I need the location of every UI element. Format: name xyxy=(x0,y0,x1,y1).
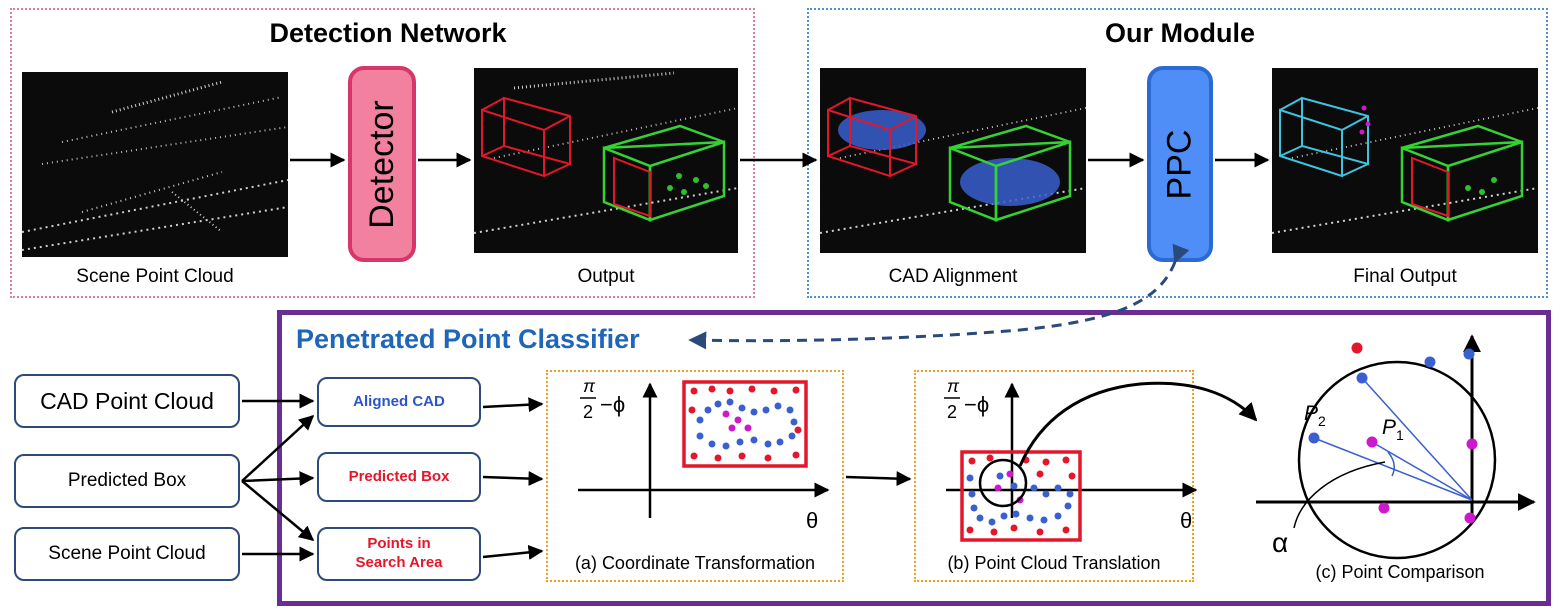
detection-network-frame xyxy=(10,8,755,298)
final-output-boxes xyxy=(1272,96,1538,234)
panel-a-box xyxy=(682,380,808,468)
point-cloud-translation-panel xyxy=(914,370,1194,582)
zoom-circle-large xyxy=(1297,360,1497,560)
search-area-line-1: Points in xyxy=(367,535,431,553)
mid-arrows xyxy=(482,397,912,560)
final-output-caption: Final Output xyxy=(1353,266,1457,287)
ppc-title: Penetrated Point Classifier xyxy=(296,324,640,354)
coordinate-transformation-caption: (a) Coordinate Transformation xyxy=(574,553,816,573)
p2-subscript: 2 xyxy=(1318,413,1326,429)
panel-a-pi: π xyxy=(583,376,596,396)
panel-b-theta: θ xyxy=(1180,508,1192,533)
scene-points xyxy=(22,80,288,251)
zoom-circle-small xyxy=(978,458,1028,508)
zoom-arrow xyxy=(1018,381,1258,467)
panel-a-points xyxy=(688,385,802,462)
ppc-block: PPC xyxy=(1147,66,1213,262)
alpha-pointer xyxy=(1293,461,1386,529)
panel-a-theta: θ xyxy=(806,508,818,533)
panel-a-two: 2 xyxy=(583,402,593,422)
input-arrows xyxy=(241,393,315,562)
panel-c-labels: P 2 P 1 α xyxy=(1272,402,1404,558)
detection-network-title: Detection Network xyxy=(269,18,507,48)
cad-alignment-image xyxy=(820,68,1086,253)
p1-subscript: 1 xyxy=(1396,427,1404,443)
alpha-label: α xyxy=(1272,527,1288,558)
panel-b-pi: π xyxy=(947,376,960,396)
scene-point-cloud-caption: Scene Point Cloud xyxy=(76,266,234,287)
scene-point-cloud-input: Scene Point Cloud xyxy=(14,527,240,581)
predicted-box-input: Predicted Box xyxy=(14,454,240,508)
our-module-title: Our Module xyxy=(1105,18,1255,48)
search-area-line-2: Search Area xyxy=(355,554,443,571)
predicted-box-box: Predicted Box xyxy=(317,452,481,502)
cad-alignment-boxes xyxy=(820,96,1086,234)
p1-label: P xyxy=(1382,416,1396,439)
output-caption: Output xyxy=(577,266,635,287)
angle-arc xyxy=(1387,451,1395,477)
panel-a-axis-labels: π 2 −ϕ θ xyxy=(580,376,818,533)
panel-b-two: 2 xyxy=(947,402,957,422)
panel-b-box xyxy=(960,450,1082,542)
output-image xyxy=(474,68,738,253)
search-area-box: Points in Search Area xyxy=(317,527,481,581)
coordinate-transformation-panel xyxy=(546,370,844,582)
scene-point-cloud-image xyxy=(22,72,288,257)
point-cloud-translation-caption: (b) Point Cloud Translation xyxy=(947,553,1161,573)
panel-b-phi: −ϕ xyxy=(964,392,989,417)
p2-label: P xyxy=(1304,402,1318,425)
ppc-link-arrow xyxy=(688,243,1190,350)
panel-c-axes xyxy=(1256,334,1536,515)
panel-a-phi: −ϕ xyxy=(600,392,625,417)
aligned-cad-box: Aligned CAD xyxy=(317,377,481,427)
point-comparison-caption: (c) Point Comparison xyxy=(1315,562,1485,582)
cad-point-cloud-input: CAD Point Cloud xyxy=(14,374,240,428)
panel-b-axis-labels: π 2 −ϕ θ xyxy=(944,376,1192,533)
detector-block: Detector xyxy=(348,66,416,262)
final-output-image xyxy=(1272,68,1538,253)
panel-a-axes xyxy=(578,382,830,518)
panel-c-rays xyxy=(1313,377,1473,501)
panel-c-points xyxy=(1308,342,1478,524)
output-boxes xyxy=(474,71,738,234)
